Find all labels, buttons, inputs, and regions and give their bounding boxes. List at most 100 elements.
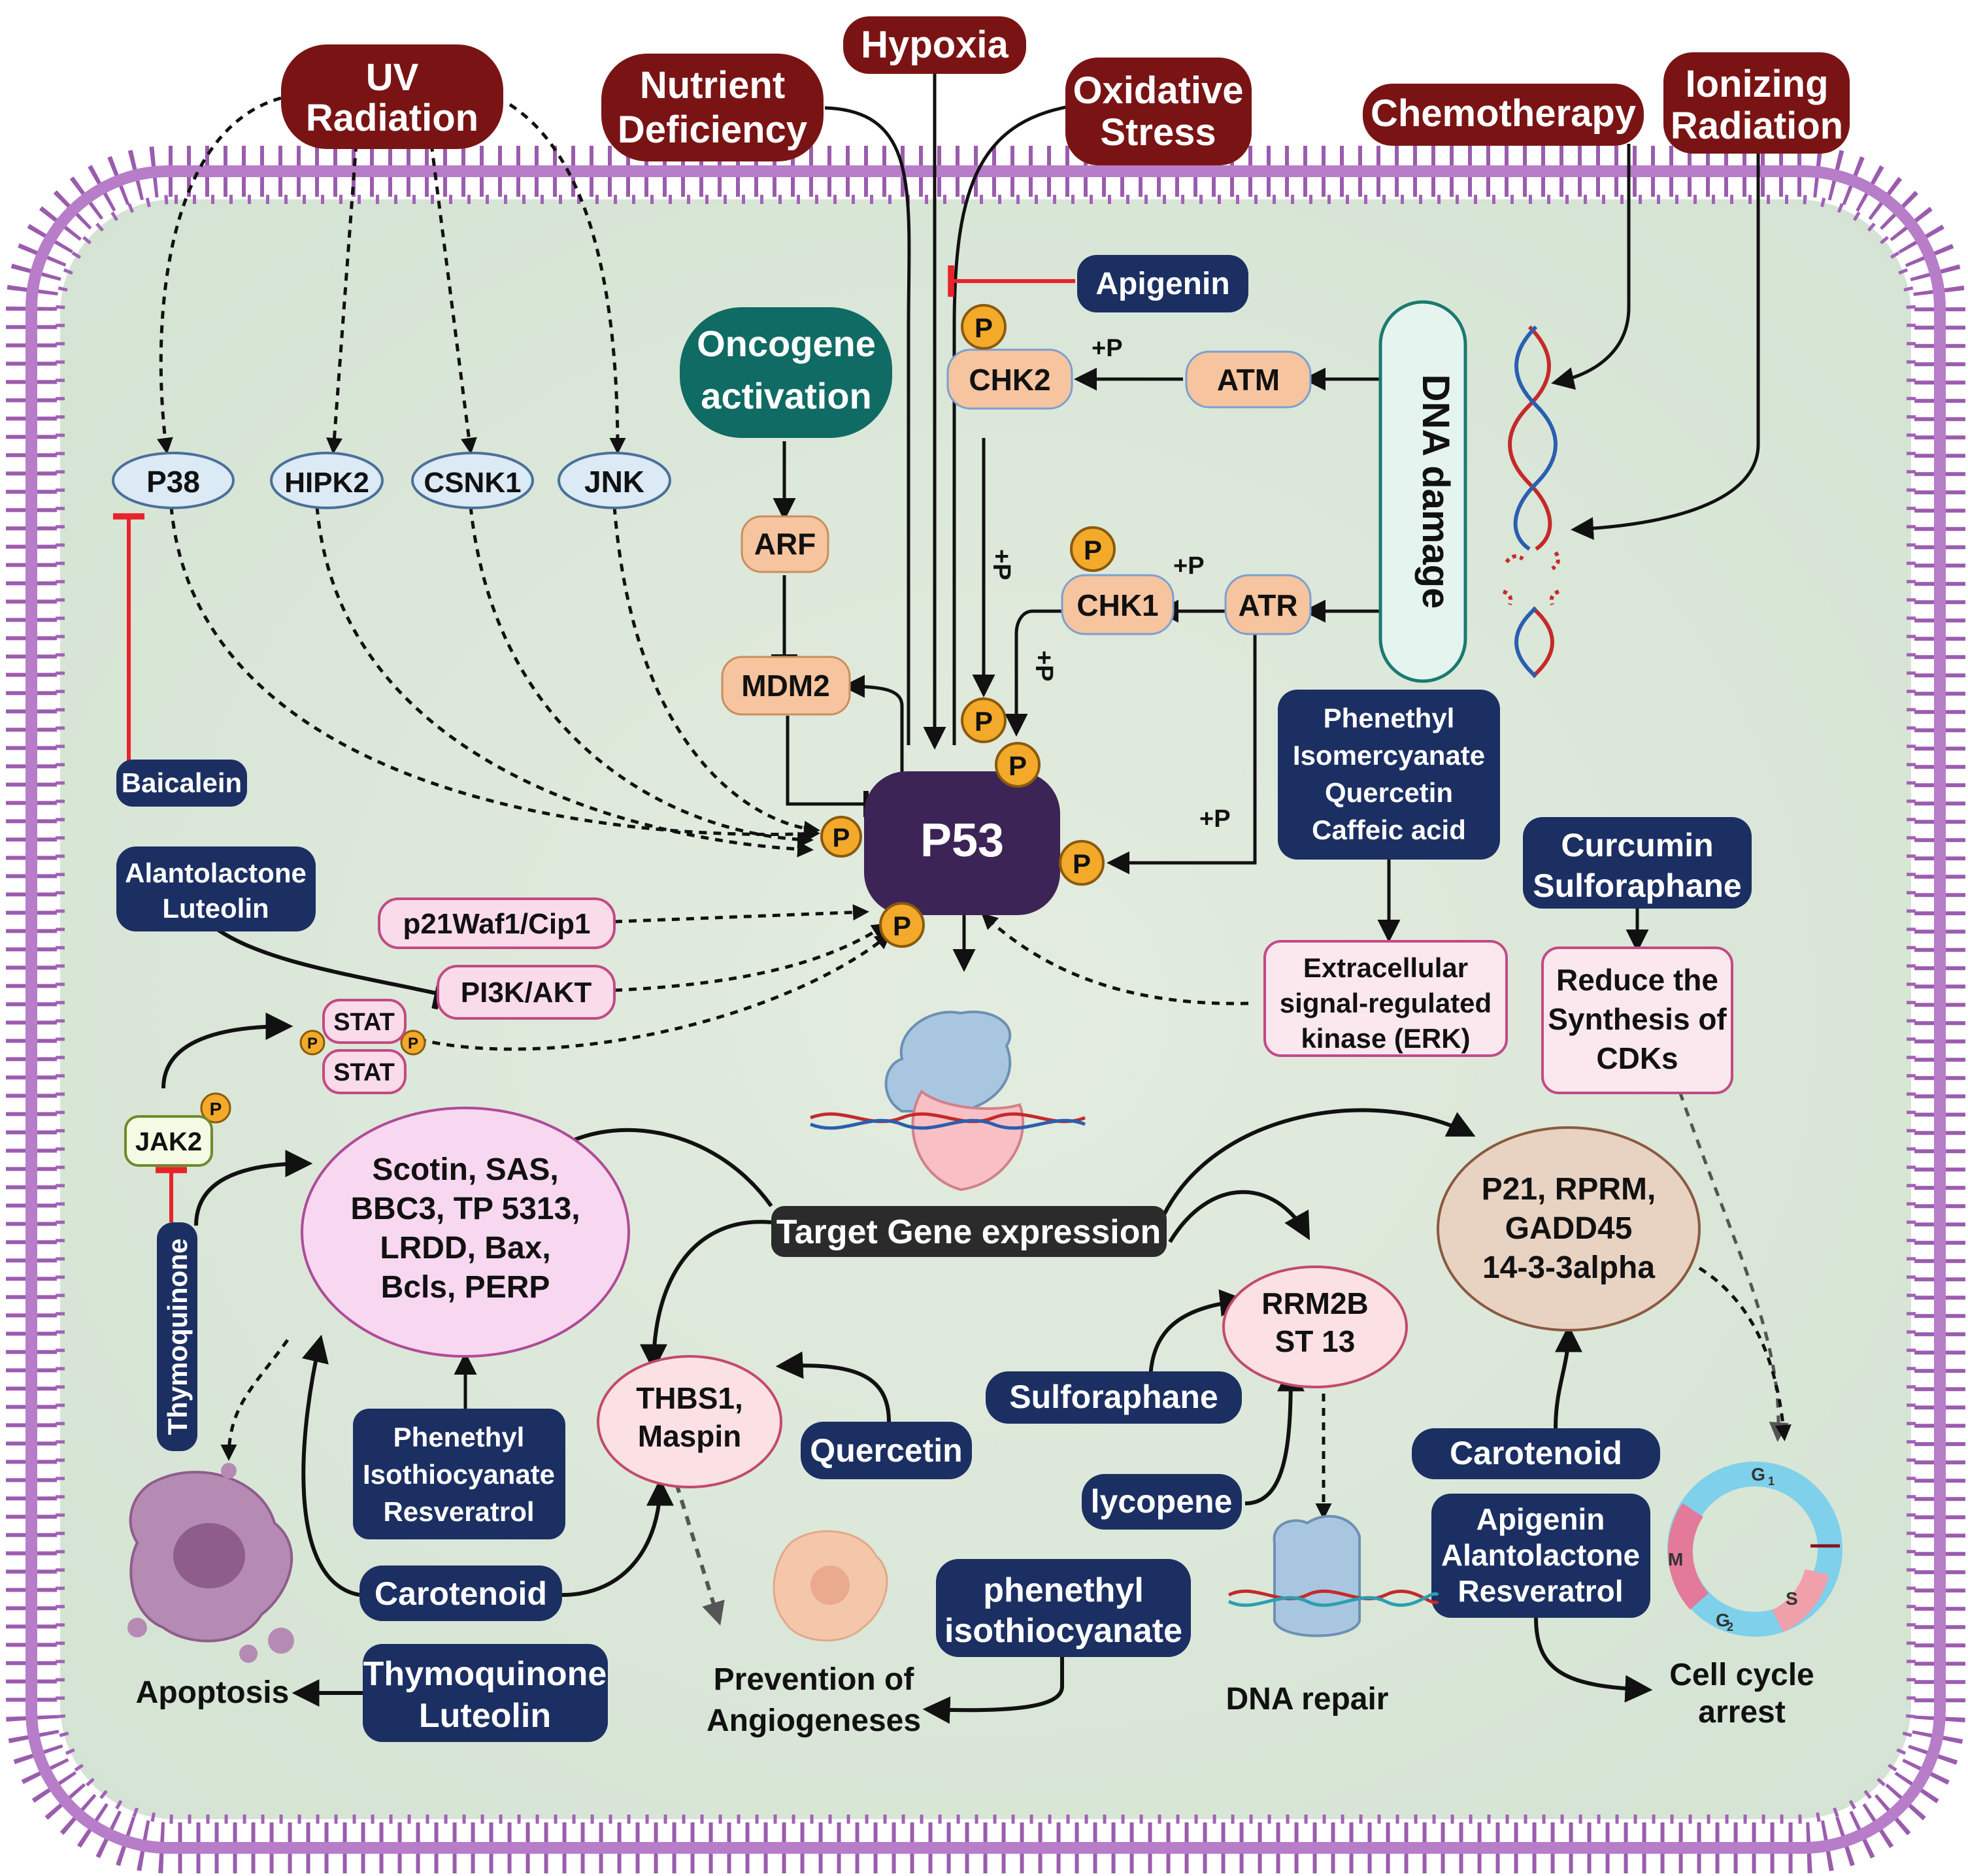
kinase-p38: P38 [112,452,235,509]
thbs1-maspin-circle: THBS1, Maspin [597,1355,782,1488]
svg-text:UV: UV [366,56,419,99]
phospho-badge: P [400,1030,426,1056]
transcription-complex-icon [810,1011,1086,1192]
erk-node: Extracellular signal-regulated kinase (E… [1263,940,1508,1057]
svg-text:JNK: JNK [584,465,644,499]
dna-helix-icon [1502,325,1560,678]
phospho-badge: P [820,816,862,858]
svg-text:Curcumin: Curcumin [1561,827,1713,863]
compound-carotenoid-left: Carotenoid [359,1566,562,1621]
outcome-cell-cycle-arrest: Cell cycle arrest [1669,1658,1814,1730]
compound-curcumin-sulforaphane: Curcumin Sulforaphane [1523,817,1752,909]
svg-text:2: 2 [1727,1620,1733,1633]
svg-text:P: P [408,1035,418,1052]
svg-text:P: P [307,1035,318,1052]
svg-text:p21Waf1/Cip1: p21Waf1/Cip1 [403,908,591,940]
svg-text:Scotin, SAS,: Scotin, SAS, [372,1152,558,1187]
svg-text:phenethyl: phenethyl [983,1571,1144,1609]
svg-text:Maspin: Maspin [638,1419,741,1453]
svg-text:CHK1: CHK1 [1076,588,1158,622]
svg-text:P: P [975,706,993,737]
svg-text:Stress: Stress [1100,111,1216,154]
stressor-chemotherapy: Chemotherapy [1363,84,1644,146]
svg-text:M: M [1668,1549,1683,1569]
kinase-hipk2: HIPK2 [270,452,384,509]
svg-text:+P: +P [1173,552,1205,580]
compound-apigenin-alantolactone-resveratrol: Apigenin Alantolactone Resveratrol [1431,1494,1650,1618]
svg-text:Quercetin: Quercetin [1325,777,1453,808]
phospho-badge: P [200,1092,231,1124]
svg-text:Caffeic acid: Caffeic acid [1312,814,1466,845]
svg-text:activation: activation [701,375,871,416]
mdm2-node: MDM2 [721,656,851,716]
target-gene-expression: Target Gene expression [771,1206,1167,1257]
compound-thymoquinone-luteolin: Thymoquinone Luteolin [363,1644,608,1742]
svg-text:signal-regulated: signal-regulated [1280,988,1492,1018]
svg-text:Sulforaphane: Sulforaphane [1533,867,1741,904]
chk2-node: CHK2 [946,348,1073,410]
svg-text:G: G [1716,1610,1730,1630]
rrm2b-st13-circle: RRM2B ST 13 [1222,1265,1408,1388]
svg-text:Extracellular: Extracellular [1303,952,1468,983]
svg-text:RRM2B: RRM2B [1261,1286,1369,1320]
svg-text:Phenethyl: Phenethyl [1324,703,1455,733]
svg-text:P: P [210,1099,222,1119]
svg-text:Thymoquinone: Thymoquinone [162,1239,193,1435]
svg-text:Chemotherapy: Chemotherapy [1371,92,1636,135]
phospho-badge: P [1059,840,1105,886]
phospho-badge: P [961,697,1007,743]
cell-cycle-wheel-icon: G 1 S G 2 M [1667,1462,1843,1637]
svg-text:Thymoquinone: Thymoquinone [363,1655,607,1693]
svg-text:Baicalein: Baicalein [122,767,242,798]
compound-peitc: phenethyl isothiocyanate [936,1559,1191,1657]
svg-text:Apigenin: Apigenin [1476,1502,1605,1536]
svg-text:isothiocyanate: isothiocyanate [944,1612,1182,1650]
svg-text:Phenethyl: Phenethyl [393,1422,525,1452]
outcome-dna-repair: DNA repair [1226,1682,1389,1717]
svg-text:Isothiocyanate: Isothiocyanate [363,1459,555,1490]
phospho-circles: P P P P P P P P P P [200,304,1116,1124]
stressor-ionizing-radiation: Ionizing Radiation [1663,52,1850,154]
compound-pei-quercetin-caffeic: Phenethyl Isomercyanate Quercetin Caffei… [1278,690,1500,860]
svg-text:THBS1,: THBS1, [636,1381,743,1415]
svg-text:Apigenin: Apigenin [1095,267,1229,301]
svg-text:P: P [1009,750,1027,781]
cell-icon-angiogenesis [773,1530,888,1642]
svg-text:Reduce the: Reduce the [1556,963,1718,997]
svg-text:Isomercyanate: Isomercyanate [1293,740,1485,771]
compound-alantolactone-luteolin: Alantolactone Luteolin [116,846,316,931]
stressor-oxidative-stress: Oxidative Stress [1065,58,1252,165]
inhibition-edges [113,265,1075,1222]
svg-text:BBC3, TP 5313,: BBC3, TP 5313, [350,1192,580,1226]
phospho-badge: P [961,304,1007,350]
svg-text:Target Gene expression: Target Gene expression [776,1213,1161,1251]
svg-text:JAK2: JAK2 [135,1128,202,1156]
svg-text:Oxidative: Oxidative [1073,69,1243,112]
svg-text:Luteolin: Luteolin [162,893,269,924]
arf-node: ARF [741,515,829,573]
svg-text:HIPK2: HIPK2 [284,467,369,499]
svg-text:+P: +P [1030,650,1058,682]
kinase-csnk1: CSNK1 [411,452,534,509]
chk1-node: CHK1 [1061,574,1175,635]
svg-text:ARF: ARF [754,527,816,561]
outcome-prevention-angiogenesis: Prevention of Angiogeneses [707,1662,921,1738]
svg-text:+P: +P [1199,805,1231,833]
svg-text:P: P [893,911,911,941]
svg-text:CDKs: CDKs [1596,1041,1678,1075]
phospho-badge: P [995,742,1041,788]
atr-node: ATR [1224,574,1312,635]
svg-text:Nutrient: Nutrient [640,64,785,107]
svg-text:P: P [975,312,993,343]
svg-text:ATR: ATR [1238,588,1297,622]
p21waf-node: p21Waf1/Cip1 [378,897,616,949]
p21-cell-cycle-genes-circle: P21, RPRM, GADD45 14-3-3alpha [1437,1126,1701,1332]
svg-text:LRDD, Bax,: LRDD, Bax, [380,1231,550,1265]
reduce-cdks-node: Reduce the Synthesis of CDKs [1541,946,1733,1094]
dna-repair-icon [1227,1515,1439,1637]
svg-text:S: S [1786,1588,1798,1609]
svg-text:Oncogene: Oncogene [697,323,876,364]
svg-text:DNA damage: DNA damage [1414,375,1457,609]
stressor-uv-radiation: UV Radiation [281,44,503,149]
